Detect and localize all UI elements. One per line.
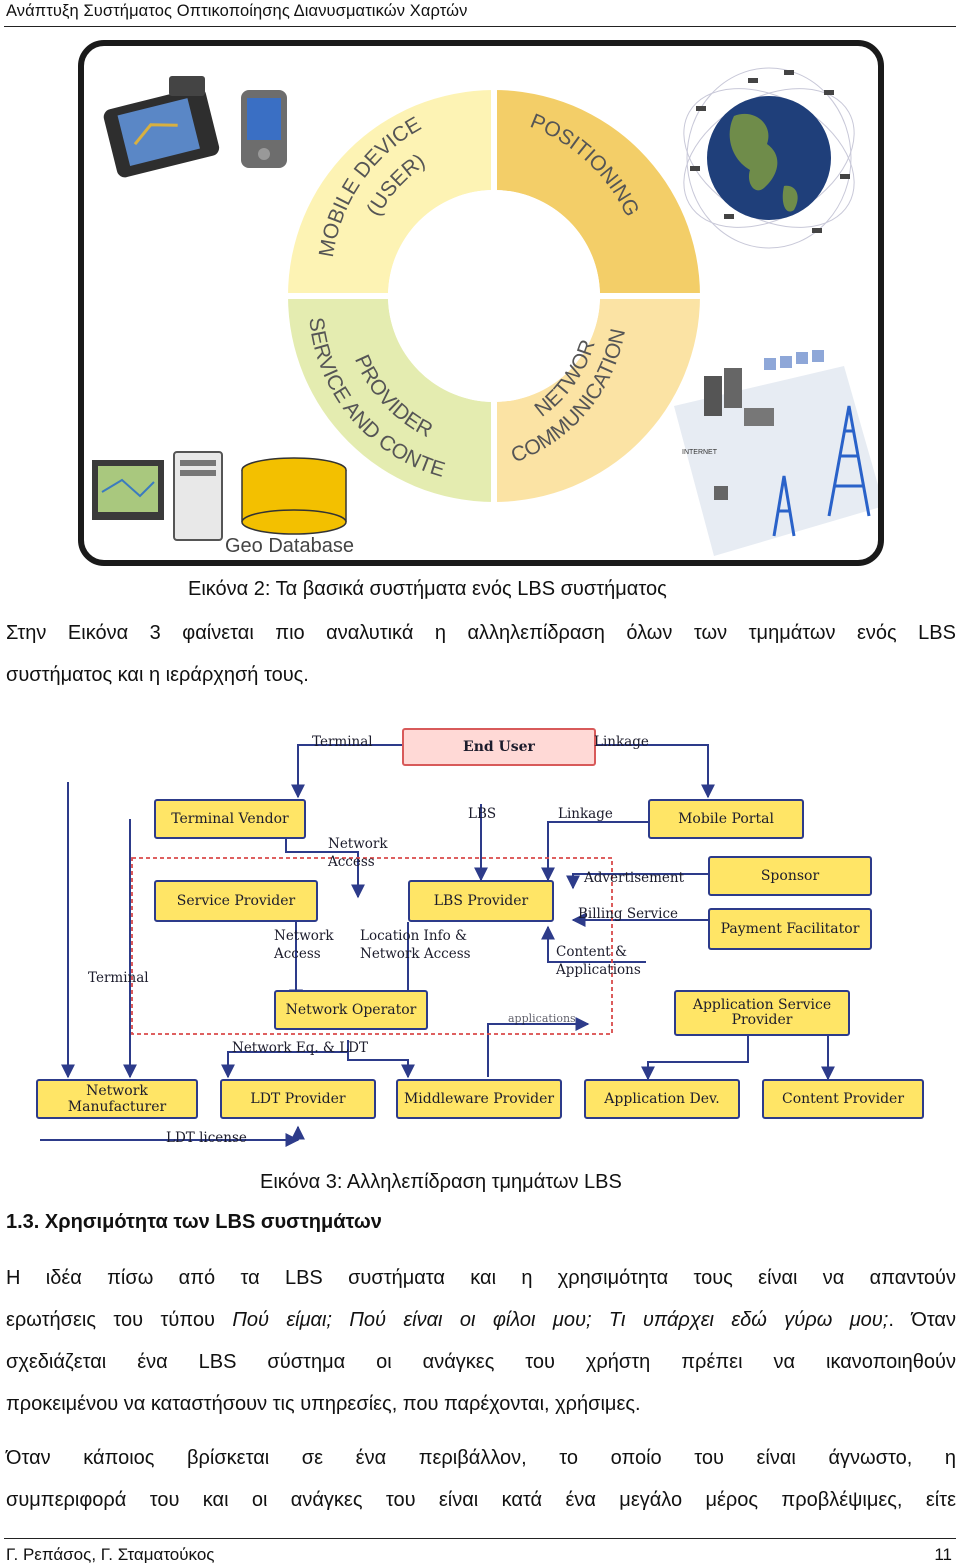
label-location-info: Location Info & Network Access	[360, 928, 471, 962]
box-lbs-provider: LBS Provider	[408, 880, 554, 922]
label-applications-cut: applications	[508, 1012, 576, 1025]
label-network-access-mid: Network Access	[274, 928, 334, 962]
section-number: 1.3.	[6, 1211, 40, 1233]
p2-suffix: . Όταν	[888, 1309, 956, 1331]
running-header: Ανάπτυξη Συστήματος Οπτικοποίησης Διανυσ…	[6, 2, 468, 20]
geo-database-cylinder	[241, 457, 347, 535]
figure-2: MOBILE DEVICE (USER) POSITIONING SERVICE…	[78, 40, 884, 566]
geo-database-label: Geo Database	[225, 535, 354, 557]
label-terminal-top: Terminal	[312, 734, 373, 750]
footer-rule	[4, 1538, 956, 1539]
box-end-user: End User	[402, 728, 596, 766]
label-network-eq-ldt: Network Eq. & LDT	[232, 1040, 369, 1056]
box-terminal-vendor: Terminal Vendor	[154, 799, 306, 839]
section-title: Χρησιμότητα των LBS συστημάτων	[44, 1211, 382, 1233]
section-heading: 1.3. Χρησιμότητα των LBS συστημάτων	[6, 1211, 382, 1234]
box-content-provider: Content Provider	[762, 1079, 924, 1119]
label-ldt-license: LDT license	[166, 1130, 247, 1146]
label-advertisement: Advertisement	[584, 870, 685, 886]
label-billing-service: Billing Service	[578, 906, 679, 922]
paragraph-2-line-2: ερωτήσεις του τύπου Πού είμαι; Πού είναι…	[6, 1299, 956, 1341]
box-service-provider: Service Provider	[154, 880, 318, 922]
segment-positioning	[494, 90, 700, 296]
paragraph-2-line-3: σχεδιάζεται ένα LBS σύστημα οι ανάγκες τ…	[6, 1351, 956, 1373]
label-linkage-mid: Linkage	[558, 806, 613, 822]
label-network-access-top: Network Access	[328, 836, 388, 870]
box-sponsor: Sponsor	[708, 856, 872, 896]
label-content-applications: Content & Applications	[556, 944, 641, 978]
p2-prefix: ερωτήσεις του τύπου	[6, 1309, 233, 1331]
footer-authors: Γ. Ρεπάσος, Γ. Σταματούκος	[6, 1545, 215, 1564]
globe-satellites-image	[683, 67, 855, 249]
paragraph-1: Στην Εικόνα 3 φαίνεται πιο αναλυτικά η α…	[6, 612, 956, 696]
box-application-dev: Application Dev.	[584, 1079, 740, 1119]
box-middleware-provider: Middleware Provider	[396, 1079, 562, 1119]
figure-3-connectors	[40, 744, 835, 1147]
segment-mobile	[288, 90, 494, 296]
paragraph-1-line-2: συστήματος και η ιεράρχησή τους.	[6, 664, 309, 686]
page-number: 11	[934, 1545, 952, 1564]
paragraph-2-line-1: Η ιδέα πίσω από τα LBS συστήματα και η χ…	[6, 1267, 956, 1289]
lbs-ring-diagram: MOBILE DEVICE (USER) POSITIONING SERVICE…	[84, 46, 878, 557]
paragraph-2-line-4: προκειμένου να καταστήσουν τις υπηρεσίες…	[6, 1393, 641, 1415]
header-rule	[4, 26, 956, 27]
segment-service	[288, 296, 494, 502]
internet-label: INTERNET	[682, 449, 718, 456]
mobile-devices-image	[103, 76, 287, 178]
box-mobile-portal: Mobile Portal	[648, 799, 804, 839]
box-application-service-provider: Application Service Provider	[674, 990, 850, 1036]
computer-image	[92, 451, 223, 541]
paragraph-3: Όταν κάποιος βρίσκεται σε ένα περιβάλλον…	[6, 1437, 956, 1521]
label-lbs: LBS	[468, 806, 497, 822]
paragraph-2: Η ιδέα πίσω από τα LBS συστήματα και η χ…	[6, 1257, 956, 1425]
paragraph-3-line-1: Όταν κάποιος βρίσκεται σε ένα περιβάλλον…	[6, 1447, 956, 1469]
box-network-manufacturer: Network Manufacturer	[36, 1079, 198, 1119]
paragraph-3-line-2: συμπεριφορά του και οι ανάγκες του είναι…	[6, 1489, 956, 1511]
label-terminal-left: Terminal	[88, 970, 149, 986]
p2-questions: Πού είμαι; Πού είναι οι φίλοι μου; Τι υπ…	[232, 1309, 889, 1331]
box-network-operator: Network Operator	[274, 990, 428, 1030]
figure-2-caption: Εικόνα 2: Τα βασικά συστήματα ενός LBS σ…	[188, 578, 667, 600]
segment-network	[494, 296, 700, 502]
label-linkage-top: Linkage	[594, 734, 649, 750]
box-payment-facilitator: Payment Facilitator	[708, 908, 872, 950]
figure-3: End User Terminal Vendor Mobile Portal S…	[28, 722, 932, 1162]
paragraph-1-line-1: Στην Εικόνα 3 φαίνεται πιο αναλυτικά η α…	[6, 622, 956, 644]
network-infrastructure-image: INTERNET	[674, 350, 878, 556]
figure-3-caption: Εικόνα 3: Αλληλεπίδραση τμημάτων LBS	[260, 1171, 622, 1193]
box-ldt-provider: LDT Provider	[220, 1079, 376, 1119]
